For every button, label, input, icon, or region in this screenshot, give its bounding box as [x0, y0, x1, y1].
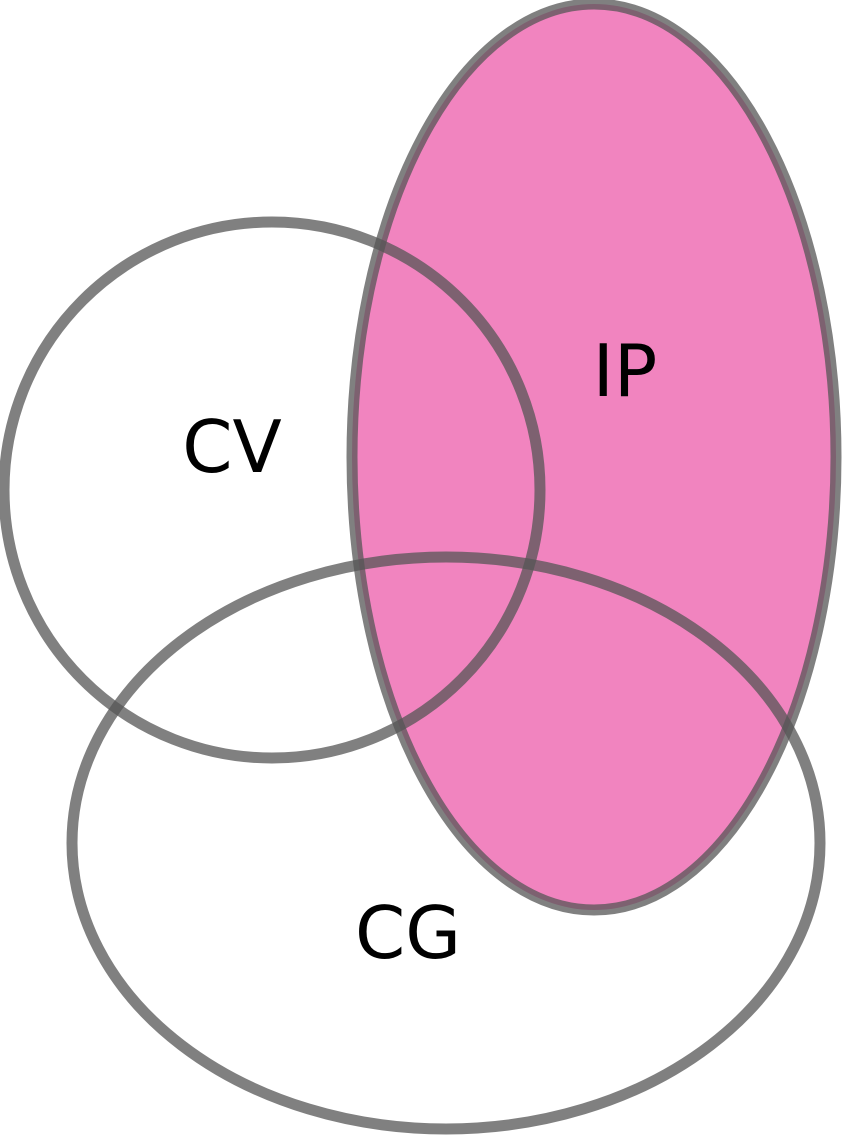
ip-set-fill — [352, 4, 836, 910]
ip-set-outline — [346, 0, 842, 916]
cg-set-label: CG — [355, 891, 461, 975]
ip-set-label: IP — [593, 329, 658, 413]
cv-set-label: CV — [182, 405, 282, 489]
cv-set-outline — [0, 216, 546, 764]
cg-set-outline — [66, 551, 826, 1135]
